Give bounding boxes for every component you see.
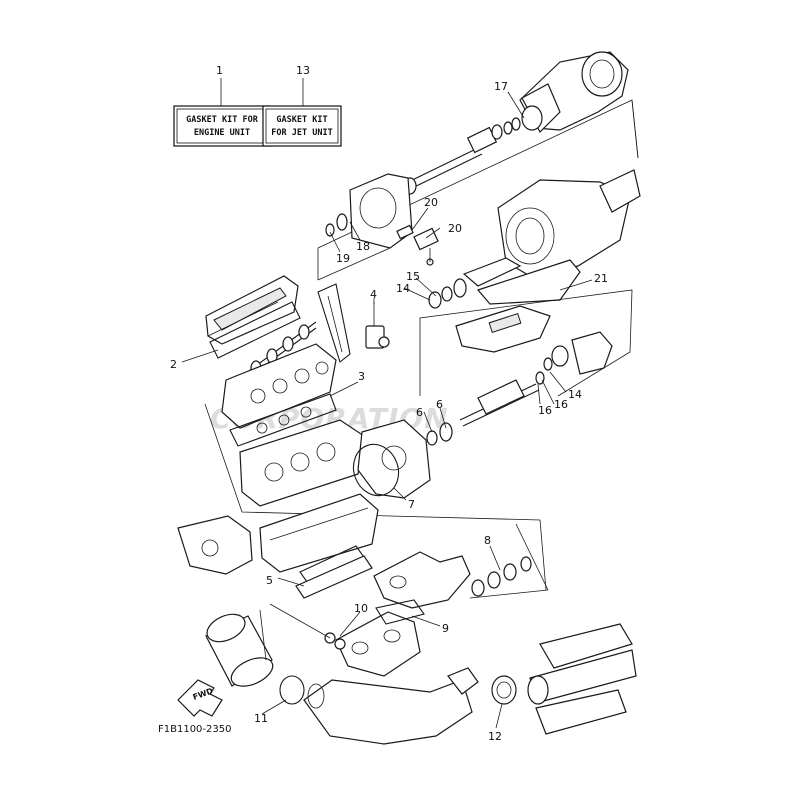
chain-tensioner	[365, 302, 390, 349]
callout-19: 19	[336, 252, 350, 265]
callout-20b: 20	[448, 222, 462, 235]
cylinder-head-cover	[205, 275, 301, 359]
callout-14a: 14	[396, 282, 410, 295]
oil-pan-gasket	[295, 545, 373, 599]
leader-lines	[181, 91, 593, 729]
callout-1: 1	[216, 64, 223, 77]
kit-jet-line1: GASKET KIT	[276, 115, 327, 125]
callout-16a: 16	[554, 398, 568, 411]
callout-17: 17	[494, 80, 508, 93]
jet-unit-boundary	[317, 99, 639, 281]
stator-housing	[177, 515, 253, 575]
exhaust-body	[527, 623, 637, 735]
exhaust-joint	[269, 599, 425, 677]
drive-shaft-upper	[399, 117, 521, 195]
timing-chain	[317, 283, 351, 363]
callout-6a: 6	[416, 406, 423, 419]
callout-4: 4	[370, 288, 377, 301]
callout-21: 21	[594, 272, 608, 285]
head-gasket	[229, 393, 337, 447]
jet-pump-body	[497, 169, 641, 277]
callout-14b: 14	[568, 388, 582, 401]
kit-engine-line1: GASKET KIT FOR	[186, 115, 259, 125]
water-lock	[205, 609, 305, 705]
drive-shaft-lower	[426, 371, 545, 446]
callout-5: 5	[266, 574, 273, 587]
callout-2: 2	[170, 358, 177, 371]
callout-18: 18	[356, 240, 370, 253]
intermediate-bracket	[455, 305, 551, 353]
callout-16b: 16	[538, 404, 552, 417]
exhaust-pipe	[303, 667, 479, 745]
callout-11: 11	[254, 712, 268, 725]
callout-9: 9	[442, 622, 449, 635]
callout-6b: 6	[436, 398, 443, 411]
kit-jet-line2: FOR JET UNIT	[271, 128, 332, 138]
callout-7: 7	[408, 498, 415, 511]
coupling-housing	[543, 331, 613, 375]
jet-lower-boundary	[419, 289, 633, 397]
callout-12: 12	[488, 730, 502, 743]
callout-3: 3	[358, 370, 365, 383]
diagram-code: F1B1100-2350	[158, 724, 231, 735]
engine-boundary	[204, 403, 547, 591]
fwd-arrow-icon: FWD	[177, 679, 223, 717]
cylinder-head	[221, 343, 337, 429]
gasket-kit-jet-box: GASKET KIT FOR JET UNIT	[262, 78, 342, 147]
callout-10: 10	[354, 602, 368, 615]
jet-nozzle-housing	[519, 51, 629, 133]
crankcase-cover	[352, 419, 431, 499]
seal-parts-20	[396, 224, 439, 266]
callout-20a: 20	[424, 196, 438, 209]
cylinder-block	[239, 419, 365, 507]
callout-15: 15	[406, 270, 420, 283]
kit-engine-line2: ENGINE UNIT	[194, 128, 250, 138]
lower-crankcase	[259, 493, 379, 573]
hose-joint	[491, 675, 517, 705]
callout-13: 13	[296, 64, 310, 77]
gasket-kit-engine-box: GASKET KIT FOR ENGINE UNIT	[173, 78, 271, 147]
callout-8: 8	[484, 534, 491, 547]
exhaust-manifold	[373, 523, 549, 609]
callout-labels: 1 13 17 20 20 18 19 15 14 21 4 2 3 14 16…	[170, 64, 608, 743]
shaft-housing	[428, 257, 581, 309]
